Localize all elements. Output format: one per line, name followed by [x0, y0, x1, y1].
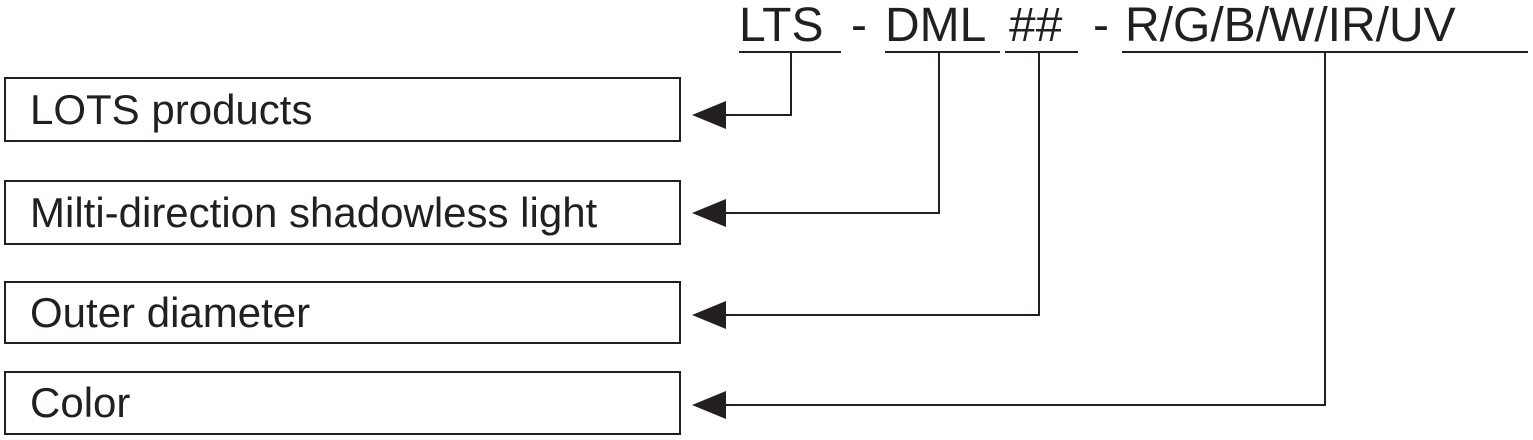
- connector-diameter: [724, 52, 1040, 316]
- arrowhead: [692, 101, 726, 129]
- code-part-dml: DML: [885, 0, 987, 52]
- connector-lts: [724, 52, 792, 116]
- arrowhead: [692, 391, 726, 419]
- label-box-outer-diameter: Outer diameter: [4, 281, 681, 344]
- code-separator: -: [851, 0, 867, 52]
- code-part-color: R/G/B/W/IR/UV: [1125, 0, 1456, 52]
- label-box-light-type: Milti-direction shadowless light: [4, 180, 681, 245]
- connector-color: [724, 52, 1326, 406]
- code-part-lts: LTS: [739, 0, 824, 52]
- label-box-color: Color: [4, 371, 681, 435]
- arrowhead: [692, 199, 726, 227]
- label-text: Outer diameter: [30, 288, 311, 336]
- code-separator: -: [1093, 0, 1109, 52]
- label-box-lots-products: LOTS products: [4, 77, 681, 142]
- label-text: LOTS products: [30, 85, 313, 133]
- arrowhead: [692, 301, 726, 329]
- label-text: Color: [30, 379, 131, 426]
- label-text: Milti-direction shadowless light: [30, 188, 598, 236]
- connector-dml: [724, 52, 940, 214]
- code-part-diameter: ##: [1009, 0, 1063, 52]
